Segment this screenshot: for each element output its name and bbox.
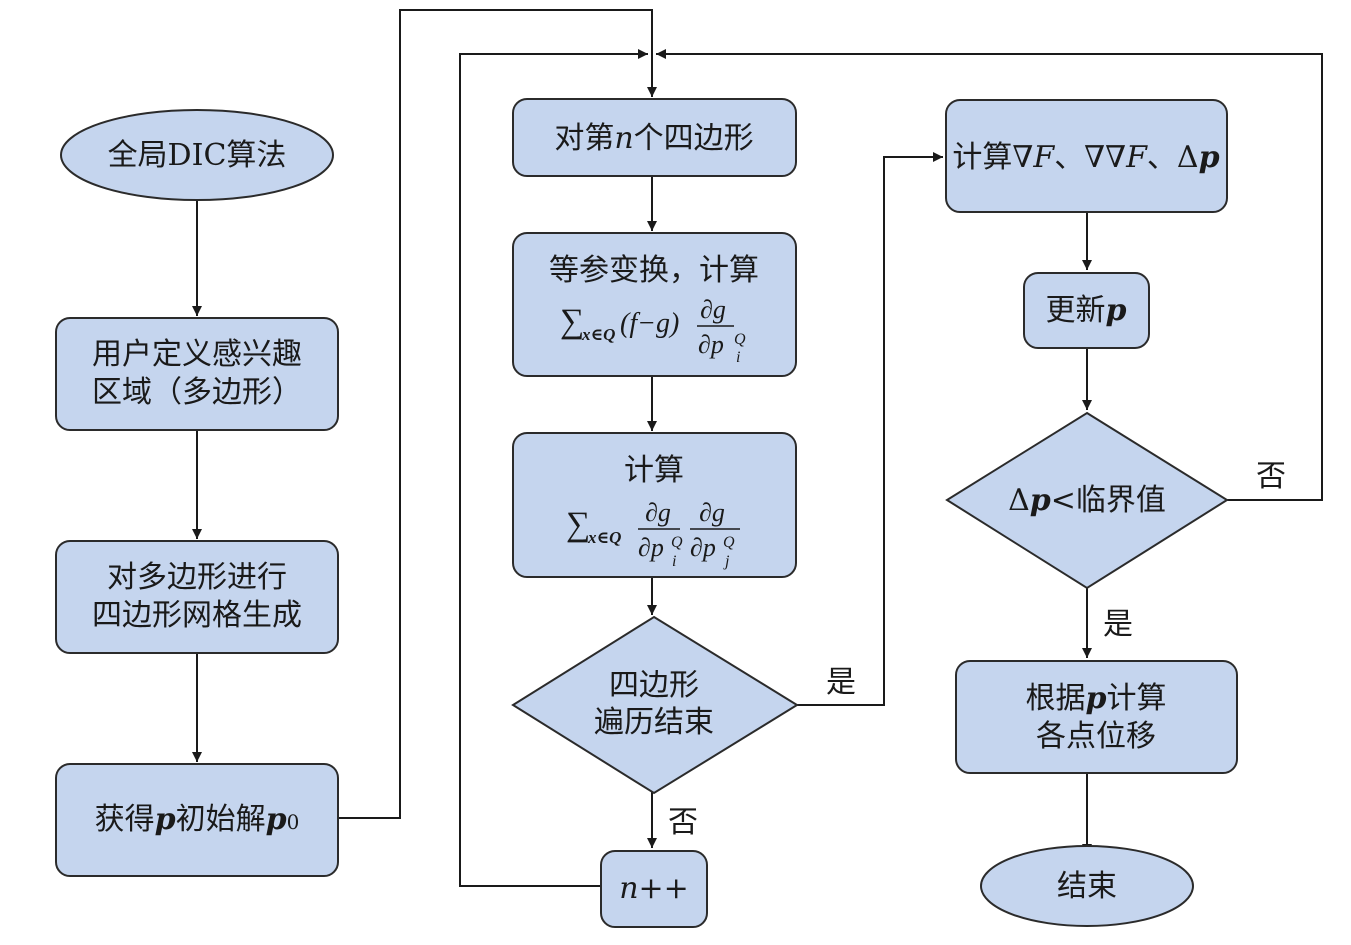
node-mesh: 对多边形进行 四边形网格生成 [55,540,339,654]
node-converged-label: Δp<临界值 [1008,483,1166,518]
svg-text:x∈Q: x∈Q [587,528,621,547]
svg-text:x∈Q: x∈Q [581,325,615,344]
svg-text:Q: Q [734,331,746,348]
svg-text:i: i [736,349,740,366]
svg-text:∂g: ∂g [700,295,726,324]
isoparam-formula: ∑ x∈Q (f−g) ∂g ∂p i Q [560,295,746,366]
node-forEach: 对第n个四边形 [512,98,797,177]
node-increment: n++ [600,850,708,928]
node-start: 全局DIC算法 [60,109,334,201]
node-isoparam: 等参变换，计算 ∑ x∈Q (f−g) ∂g ∂p i Q [512,232,797,377]
node-init: 获得p初始解p0 [55,763,339,877]
node-init-label: 获得p初始解p0 [95,802,300,837]
edge-traverse-computeGrad [797,152,943,706]
edge-init-forEach [337,9,657,819]
svg-text:j: j [723,553,730,570]
node-traverseDone-line2: 遍历结束 [594,705,714,740]
node-roi: 用户定义感兴趣 区域（多边形） [55,317,339,431]
edge-label-traverse-yes: 是 [826,665,856,700]
node-traverseDone: 四边形 遍历结束 [511,615,799,795]
node-displacement-line1: 根据p计算 [1026,681,1167,716]
node-traverseDone-line1: 四边形 [609,668,699,703]
edge-increment-loop [459,49,648,887]
edges [192,9,1323,887]
svg-text:Q: Q [723,534,735,551]
node-forEach-label: 对第n个四边形 [554,121,753,156]
node-increment-label: n++ [619,871,689,906]
hessian-formula: ∑ x∈Q ∂g ∂p i Q ∂g ∂p j Q [566,498,740,570]
node-converged: Δp<临界值 [945,411,1229,590]
svg-text:∂g: ∂g [699,498,725,527]
svg-text:∂p: ∂p [698,330,724,359]
node-roi-line2: 区域（多边形） [92,375,302,410]
node-mesh-line1: 对多边形进行 [107,560,287,595]
node-updateP: 更新p [1023,272,1150,349]
svg-text:∑: ∑ [566,506,590,543]
svg-text:(f−g): (f−g) [620,308,679,339]
svg-text:∂g: ∂g [645,498,671,527]
svg-text:∂p: ∂p [638,533,664,562]
edge-label-traverse-no: 否 [668,805,698,840]
node-start-label: 全局DIC算法 [108,138,287,173]
node-roi-line1: 用户定义感兴趣 [92,337,302,372]
node-end: 结束 [980,845,1194,927]
node-hessian: 计算 ∑ x∈Q ∂g ∂p i Q ∂g ∂p j Q [512,432,797,578]
node-computeGrad: 计算∇F、∇∇F、Δp [945,99,1228,213]
node-hessian-line1: 计算 [624,453,684,488]
edge-converged-loop [656,49,1323,501]
node-displacement: 根据p计算 各点位移 [955,660,1238,774]
edge-label-converged-yes: 是 [1103,607,1133,642]
svg-text:Q: Q [671,534,683,551]
edge-label-converged-no: 否 [1256,459,1286,494]
node-isoparam-line1: 等参变换，计算 [549,253,759,288]
node-computeGrad-label: 计算∇F、∇∇F、Δp [952,140,1219,175]
svg-text:∂p: ∂p [690,533,716,562]
svg-text:i: i [672,553,676,570]
node-end-label: 结束 [1057,869,1117,904]
node-mesh-line2: 四边形网格生成 [92,598,302,633]
node-updateP-label: 更新p [1046,293,1127,328]
node-displacement-line2: 各点位移 [1036,719,1156,754]
svg-text:∑: ∑ [560,303,584,340]
